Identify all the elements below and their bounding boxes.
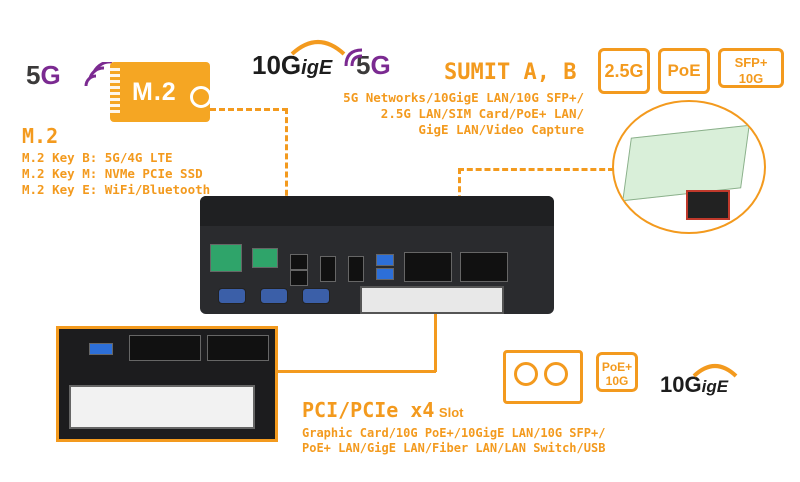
- five-g-digit: 5: [26, 60, 41, 90]
- pci-line: PoE+ LAN/GigE LAN/Fiber LAN/LAN Switch/U…: [302, 441, 606, 455]
- com-port: [260, 288, 288, 304]
- displayport: [348, 256, 364, 282]
- sumit-line: 2.5G LAN/SIM Card/PoE+ LAN/: [380, 106, 584, 121]
- fan-icon: [544, 362, 568, 386]
- pci-title-suffix: Slot: [438, 405, 464, 420]
- pci-line: Graphic Card/10G PoE+/10GigE LAN/10G SFP…: [302, 426, 606, 440]
- sumit-title: SUMIT A, B: [444, 60, 577, 85]
- sumit-line: 5G Networks/10GigE LAN/10G SFP+/: [343, 90, 584, 105]
- displayport: [290, 270, 308, 286]
- power-terminal: [210, 244, 242, 272]
- lan-2-5g-label: 2.5G: [604, 61, 644, 81]
- m2-line: M.2 Key M: NVMe PCIe SSD: [22, 166, 203, 181]
- sfp-label: SFP+: [734, 55, 768, 70]
- pci-title-block: PCI/PCIe x4 Slot: [302, 398, 463, 422]
- pci-title: PCI/PCIe x4: [302, 398, 435, 422]
- usb-port: [376, 268, 394, 280]
- terminal-block: [129, 335, 201, 361]
- lan-2-5g-badge: 2.5G: [598, 48, 650, 94]
- com-port: [302, 288, 330, 304]
- sumit-connector: [686, 190, 730, 220]
- pci-description: Graphic Card/10G PoE+/10GigE LAN/10G SFP…: [302, 426, 605, 456]
- terminal-block: [460, 252, 508, 282]
- signal-waves-icon: [84, 62, 112, 87]
- sumit-module-image: [612, 100, 766, 234]
- five-g-letter: G: [40, 60, 61, 90]
- terminal-block: [404, 252, 452, 282]
- pcie-slot-zoom-image: [56, 326, 278, 442]
- power-terminal: [252, 248, 278, 268]
- m2-line: M.2 Key E: WiFi/Bluetooth: [22, 182, 211, 197]
- ten-gige-logo: 10GigE: [252, 40, 346, 81]
- sumit-connector-line: [458, 168, 614, 171]
- displayport: [290, 254, 308, 270]
- ten-gige-suffix: igE: [301, 57, 333, 79]
- pcie-slot: [360, 286, 504, 314]
- poe-badge: PoE: [658, 48, 710, 94]
- usb-port: [89, 343, 113, 355]
- displayport: [320, 256, 336, 282]
- m2-card-icon: M.2: [110, 62, 212, 122]
- m2-connector-line: [285, 108, 288, 232]
- wifi-arc-icon: [290, 40, 346, 56]
- sumit-line: GigE LAN/Video Capture: [418, 122, 584, 137]
- sumit-description: 5G Networks/10GigE LAN/10G SFP+/ 2.5G LA…: [318, 90, 584, 138]
- ten-gige-logo: 10GigE: [660, 364, 738, 398]
- graphics-card-icon: [503, 350, 583, 404]
- ten-gige-suffix: igE: [701, 377, 729, 396]
- com-port: [218, 288, 246, 304]
- five-g-logo: 5G: [26, 60, 112, 91]
- five-g-letter: G: [370, 50, 391, 80]
- usb-port: [376, 254, 394, 266]
- terminal-block: [207, 335, 269, 361]
- m2-connector-line: [210, 108, 288, 111]
- m2-description: M.2 Key B: 5G/4G LTE M.2 Key M: NVMe PCI…: [22, 150, 210, 198]
- pci-connector-line: [434, 308, 437, 372]
- embedded-computer-image: [200, 196, 554, 314]
- signal-waves-icon: [344, 48, 363, 67]
- sfp-10g-badge: SFP+ 10G: [718, 48, 784, 88]
- wifi-arc-icon: [692, 364, 738, 378]
- poe-plus-label: PoE+: [601, 360, 633, 374]
- poe-speed-label: 10G: [605, 374, 629, 388]
- m2-card-label: M.2: [132, 78, 177, 106]
- m2-title: M.2: [22, 124, 59, 148]
- pcie-slot-cover: [69, 385, 255, 429]
- sfp-speed-label: 10G: [738, 71, 764, 86]
- m2-line: M.2 Key B: 5G/4G LTE: [22, 150, 173, 165]
- pci-connector-line: [272, 370, 436, 373]
- poe-label: PoE: [667, 61, 701, 80]
- poe-10g-badge: PoE+ 10G: [596, 352, 638, 392]
- five-g-logo: 5G: [344, 48, 391, 81]
- fan-icon: [514, 362, 538, 386]
